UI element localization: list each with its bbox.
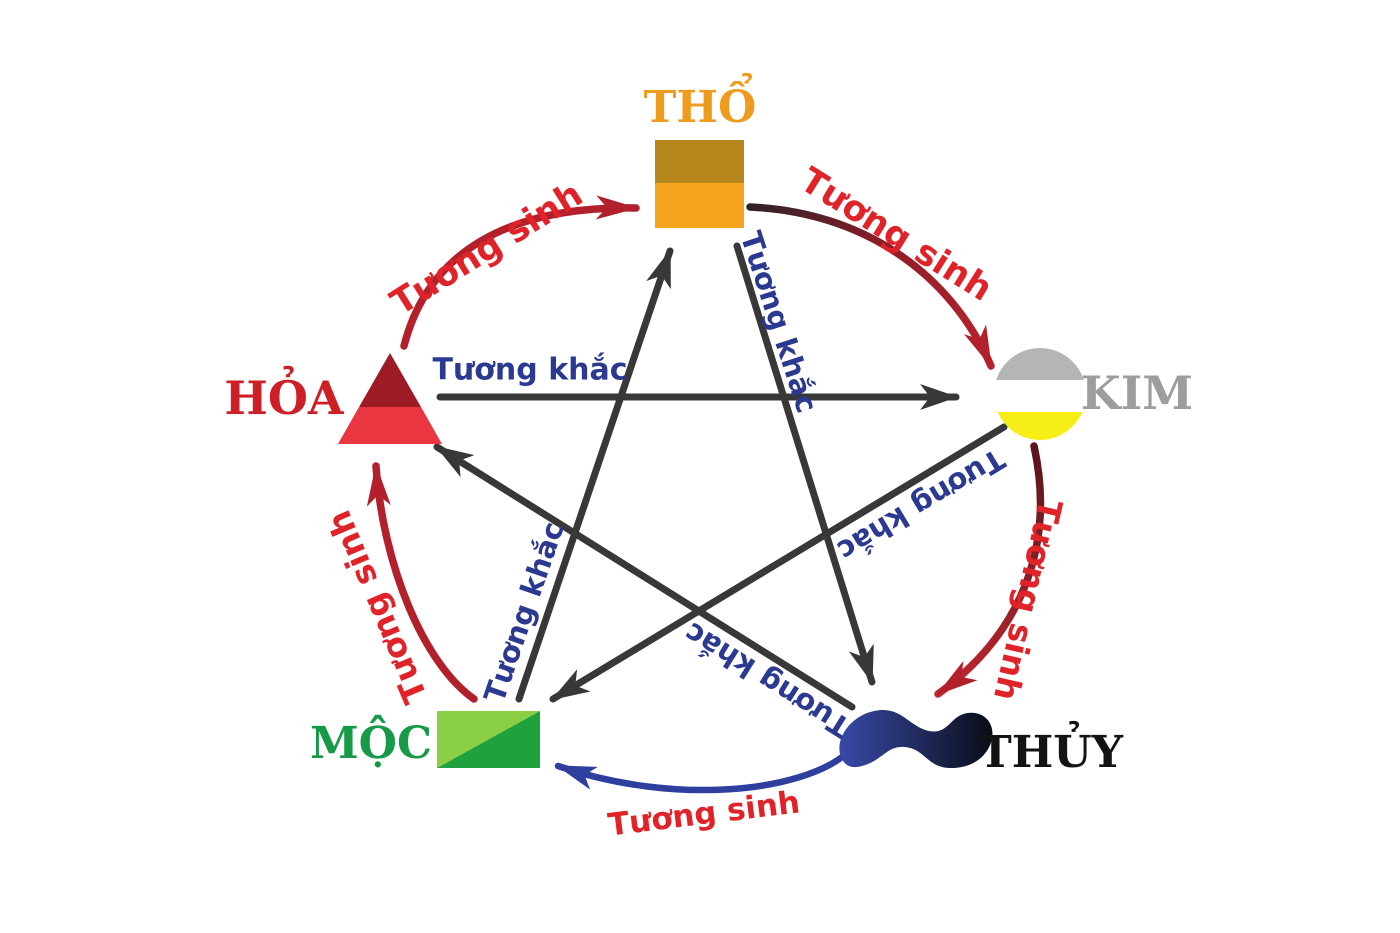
- kim-circle-middle-band: [994, 380, 1086, 412]
- generating-arrow-hoa-tho: [400, 195, 640, 350]
- generating-label-tho-kim: Tương sinh: [793, 160, 999, 309]
- hoa-triangle-icon: [338, 353, 442, 444]
- hoa-triangle-bottom: [338, 407, 442, 444]
- overcoming-label-hoa-kim: Tương khắc: [432, 352, 627, 388]
- kim-circle-top-band: [994, 348, 1086, 380]
- tho-square-icon: [655, 140, 744, 228]
- kim-label: KIM: [1081, 366, 1193, 420]
- generating-arrow-thuy-moc: [554, 750, 850, 794]
- hoa-label: HỎA: [224, 364, 345, 425]
- generating-label-moc-hoa: Tương sinh: [319, 505, 435, 709]
- overcoming-label-thuy-hoa: Tương khắc: [678, 616, 856, 745]
- generating-label-hoa-tho: Tương sinh: [384, 174, 590, 323]
- generating-arrow-tho-kim: [746, 203, 995, 370]
- tho-label: THỔ: [644, 71, 757, 133]
- overcoming-arrow-moc-tho: [515, 247, 674, 703]
- tho-square-top: [655, 140, 744, 183]
- moc-rectangle-icon: [437, 711, 540, 768]
- generating-arrow-moc-hoa: [366, 462, 478, 703]
- tho-square-bottom: [655, 183, 744, 228]
- overcoming-arrow-tho-thuy: [733, 242, 876, 686]
- generating-label-kim-thuy: Tương sinh: [986, 496, 1070, 705]
- generating-arrow-kim-thuy: [934, 442, 1045, 698]
- overcoming-arrow-thuy-hoa: [433, 443, 856, 711]
- hoa-triangle-top: [359, 353, 421, 407]
- thuy-wave-icon: [839, 709, 993, 769]
- overcoming-arrow-kim-moc: [549, 423, 1008, 703]
- overcoming-label-kim-moc: Tương khắc: [831, 442, 1010, 568]
- overcoming-arrows: [433, 242, 1008, 711]
- generating-arrows: [366, 195, 1045, 794]
- moc-label: MỘC: [310, 713, 432, 769]
- thuy-label: THỦY: [979, 719, 1124, 778]
- moc-rectangle-dark: [437, 711, 540, 768]
